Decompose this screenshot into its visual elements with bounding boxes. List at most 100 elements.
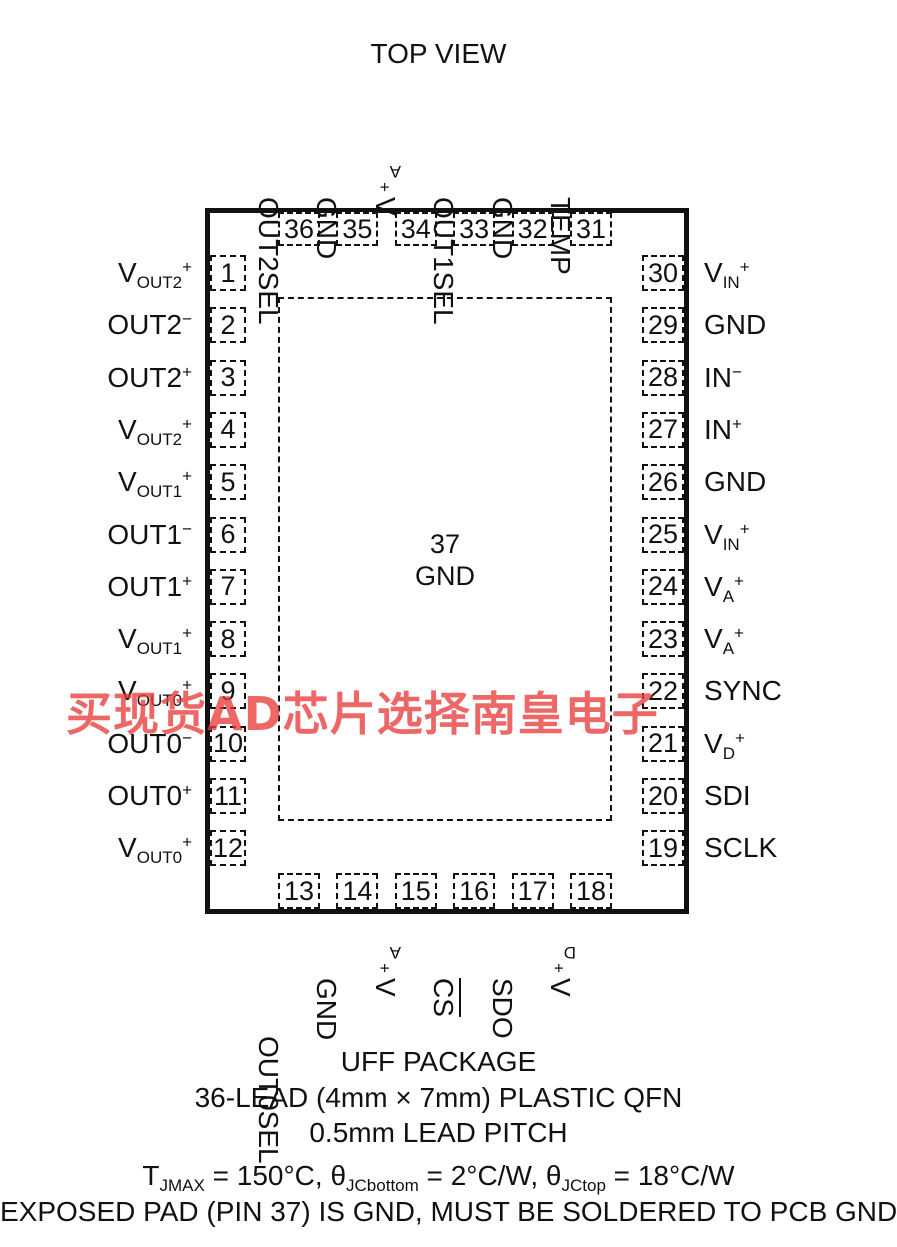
package-name: UFF PACKAGE <box>340 1046 537 1077</box>
theta-jc-bottom-symbol: θ <box>330 1160 347 1191</box>
pin-6-pad: 6 <box>210 516 246 553</box>
pin-23-pad: 23 <box>642 621 684 658</box>
pin-18-label-subscript: D <box>563 943 576 963</box>
pin-10-label: OUT0− <box>107 728 192 759</box>
pin-1-label: VOUT2+ <box>118 257 192 291</box>
theta-jc-bottom-value: = 2°C/W, <box>418 1160 546 1191</box>
pin-16-label-text: CS <box>428 978 460 1017</box>
pin-11-label-text: OUT0 <box>107 780 183 811</box>
pin-3-name: OUT2+ <box>107 362 192 393</box>
pin-27-pad: 27 <box>642 411 684 448</box>
pin-19-pad: 19 <box>642 830 684 867</box>
exposed-pad-number: 37 <box>429 529 461 559</box>
pin-17-pad: 17 <box>511 873 554 909</box>
pin-2-name: OUT2− <box>107 311 192 339</box>
pin-3-label-text: OUT2 <box>107 361 183 393</box>
pin-21-label: VD+ <box>704 727 745 761</box>
pin-35-pad: 35 <box>336 212 379 246</box>
pin-10-label-text: OUT0 <box>107 727 183 759</box>
pin-12-pad: 12 <box>210 830 246 867</box>
pin-18-label-text: V <box>545 978 576 997</box>
pin-31-label-text: TEMP <box>545 197 576 275</box>
pin-8-label-subscript: OUT1 <box>136 639 183 659</box>
pin-11-label-superscript: + <box>182 780 192 800</box>
pin-9-label-subscript: OUT0 <box>136 691 183 711</box>
pin-8-name: VOUT1+ <box>118 625 192 657</box>
pin-3-label: OUT2+ <box>107 362 192 393</box>
pin-6-name: OUT1− <box>107 519 192 550</box>
pin-24-label-superscript: + <box>734 571 744 591</box>
pin-34-label-text: V <box>369 197 401 216</box>
pin-29-label: GND <box>704 309 766 340</box>
pin-29-pad: 29 <box>642 307 684 344</box>
pin-10-pad: 10 <box>210 725 246 762</box>
pin-12-label-text: V <box>118 832 137 864</box>
pin-31-pad: 31 <box>570 212 612 246</box>
thermal-specs: TJMAX = 150°C, θJCbottom = 2°C/W, θJCtop… <box>0 1160 877 1194</box>
pin-22-label: SYNC <box>704 675 782 706</box>
pin-4-label-text: V <box>118 413 137 445</box>
theta-jc-top-subscript: JCtop <box>561 1175 606 1195</box>
pin-9-name: VOUT0+ <box>118 675 192 709</box>
pin-4-name: VOUT2+ <box>118 413 192 447</box>
pin-15-label-superscript: + <box>379 958 390 978</box>
pin-30-label-superscript: + <box>739 257 750 277</box>
pin-4-label-superscript: + <box>182 414 192 434</box>
pin-2-label: OUT2− <box>107 309 192 340</box>
pin-19-label-text: SCLK <box>704 832 778 864</box>
pin-5-label-subscript: OUT1 <box>136 482 183 502</box>
pin-26-label: GND <box>704 466 766 497</box>
pin-6-label-text: OUT1 <box>107 518 183 550</box>
pin-2-pad: 2 <box>210 307 246 344</box>
theta-jc-top-symbol: θ <box>545 1160 562 1191</box>
pin-5-name: VOUT1+ <box>118 468 192 500</box>
pin-22-name: SYNC <box>704 677 782 705</box>
pin-7-label-text: OUT1 <box>107 570 183 602</box>
pin-4-label-subscript: OUT2 <box>136 429 183 449</box>
pin-22-label-text: SYNC <box>704 675 782 707</box>
pin-34-label-subscript: A <box>389 162 401 182</box>
theta-jc-top-value: = 18°C/W <box>605 1160 735 1191</box>
pin-2-label-superscript: − <box>182 309 192 329</box>
pin-21-name: VD+ <box>704 727 745 761</box>
pin-5-pad: 5 <box>210 464 246 501</box>
pin-25-name: VIN+ <box>704 518 750 552</box>
pin-11-name: OUT0+ <box>107 782 192 810</box>
pin-9-label: VOUT0+ <box>118 675 192 709</box>
pin-28-label-superscript: − <box>732 362 742 382</box>
pin-36-pad: 36 <box>278 212 320 246</box>
pin-10-name: OUT0− <box>107 728 192 759</box>
pin-15-label-subscript: A <box>389 943 401 963</box>
pin-6-label: OUT1− <box>107 519 192 550</box>
pin-20-label: SDI <box>704 780 751 811</box>
pin-14-label-text: GND <box>311 978 343 1041</box>
pin-33-label-text: OUT1SEL <box>428 197 460 325</box>
pin-17-label-text: SDO <box>486 978 518 1039</box>
theta-jc-bottom-subscript: JCbottom <box>346 1175 419 1195</box>
pin-29-label-text: GND <box>704 309 767 341</box>
pin-26-name: GND <box>704 468 766 496</box>
watermark: 买现货AD芯片选择南皇电子 <box>66 687 659 741</box>
pin-16-pad: 16 <box>453 873 496 909</box>
pin-4-pad: 4 <box>210 411 246 448</box>
pin-12-name: VOUT0+ <box>118 832 192 866</box>
pin-28-pad: 28 <box>642 359 684 396</box>
diagram-title: TOP VIEW <box>370 38 507 69</box>
pin-7-label: OUT1+ <box>107 571 192 602</box>
pin-23-label: VA+ <box>704 623 744 657</box>
pin-25-label-text: V <box>704 518 723 550</box>
pin-20-label-text: SDI <box>704 780 751 811</box>
pin-15-pad: 15 <box>394 873 437 909</box>
pin-27-label-text: IN <box>704 413 732 445</box>
pin-1-label-text: V <box>118 257 137 288</box>
pin-23-label-superscript: + <box>734 623 744 643</box>
pin-21-label-text: V <box>704 727 723 759</box>
pin-8-pad: 8 <box>210 621 246 658</box>
pin-28-label: IN− <box>704 362 742 393</box>
lead-pitch: 0.5mm LEAD PITCH <box>309 1117 568 1148</box>
pin-4-label: VOUT2+ <box>118 413 192 447</box>
pin-9-label-text: V <box>118 675 137 707</box>
